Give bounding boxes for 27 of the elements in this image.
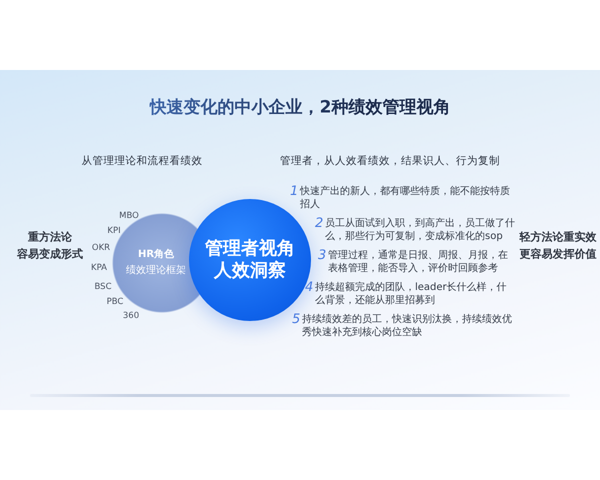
list-number: 3 (318, 250, 328, 262)
circle-title: HR角色 (138, 249, 174, 261)
circle-title: 人效洞察 (214, 260, 286, 282)
list-number: 4 (305, 282, 314, 294)
circle-title: 绩效理论框架 (126, 265, 186, 277)
list-number: 5 (292, 314, 302, 326)
side-note: 更容易发挥价值 (520, 246, 596, 262)
list-item-text: 持续绩效差的员工，快速识别汰换，持续绩效优秀快速补充到核心岗位空缺 (302, 314, 513, 339)
framework-name: OKR (92, 243, 110, 253)
side-note: 重方法论 (28, 230, 72, 244)
framework-name: 360 (122, 311, 140, 321)
list-item-text: 管理过程，通常是日报、周报、月报，在表格管理，能否导入，评价时回顾参考 (328, 250, 509, 275)
framework-name: KPA (91, 263, 107, 273)
framework-name: PBC (106, 297, 124, 307)
list-number: 2 (315, 218, 324, 230)
list-number: 1 (290, 186, 300, 198)
column-heading: 从管理理论和流程看绩效 (82, 154, 202, 168)
list-item-text: 快速产出的新人，都有哪些特质，能不能按特质招人 (300, 186, 511, 211)
side-note: 轻方法论重实效 (520, 230, 596, 244)
framework-name: KPI (107, 226, 121, 236)
list-item-text: 员工从面试到入职，到高产出，员工做了什么，那些行为可复制，变成标准化的sop (325, 218, 516, 243)
circle-title: 管理者视角 (205, 238, 295, 260)
side-note: 容易变成形式 (17, 246, 83, 262)
framework-name: MBO (119, 211, 139, 221)
framework-name: BSC (94, 282, 112, 292)
list-item-text: 持续超额完成的团队，leader长什么样，什么背景，还能从那里招募到 (315, 282, 508, 307)
column-heading: 管理者，从人效看绩效，结果识人、行为复制 (280, 154, 500, 168)
